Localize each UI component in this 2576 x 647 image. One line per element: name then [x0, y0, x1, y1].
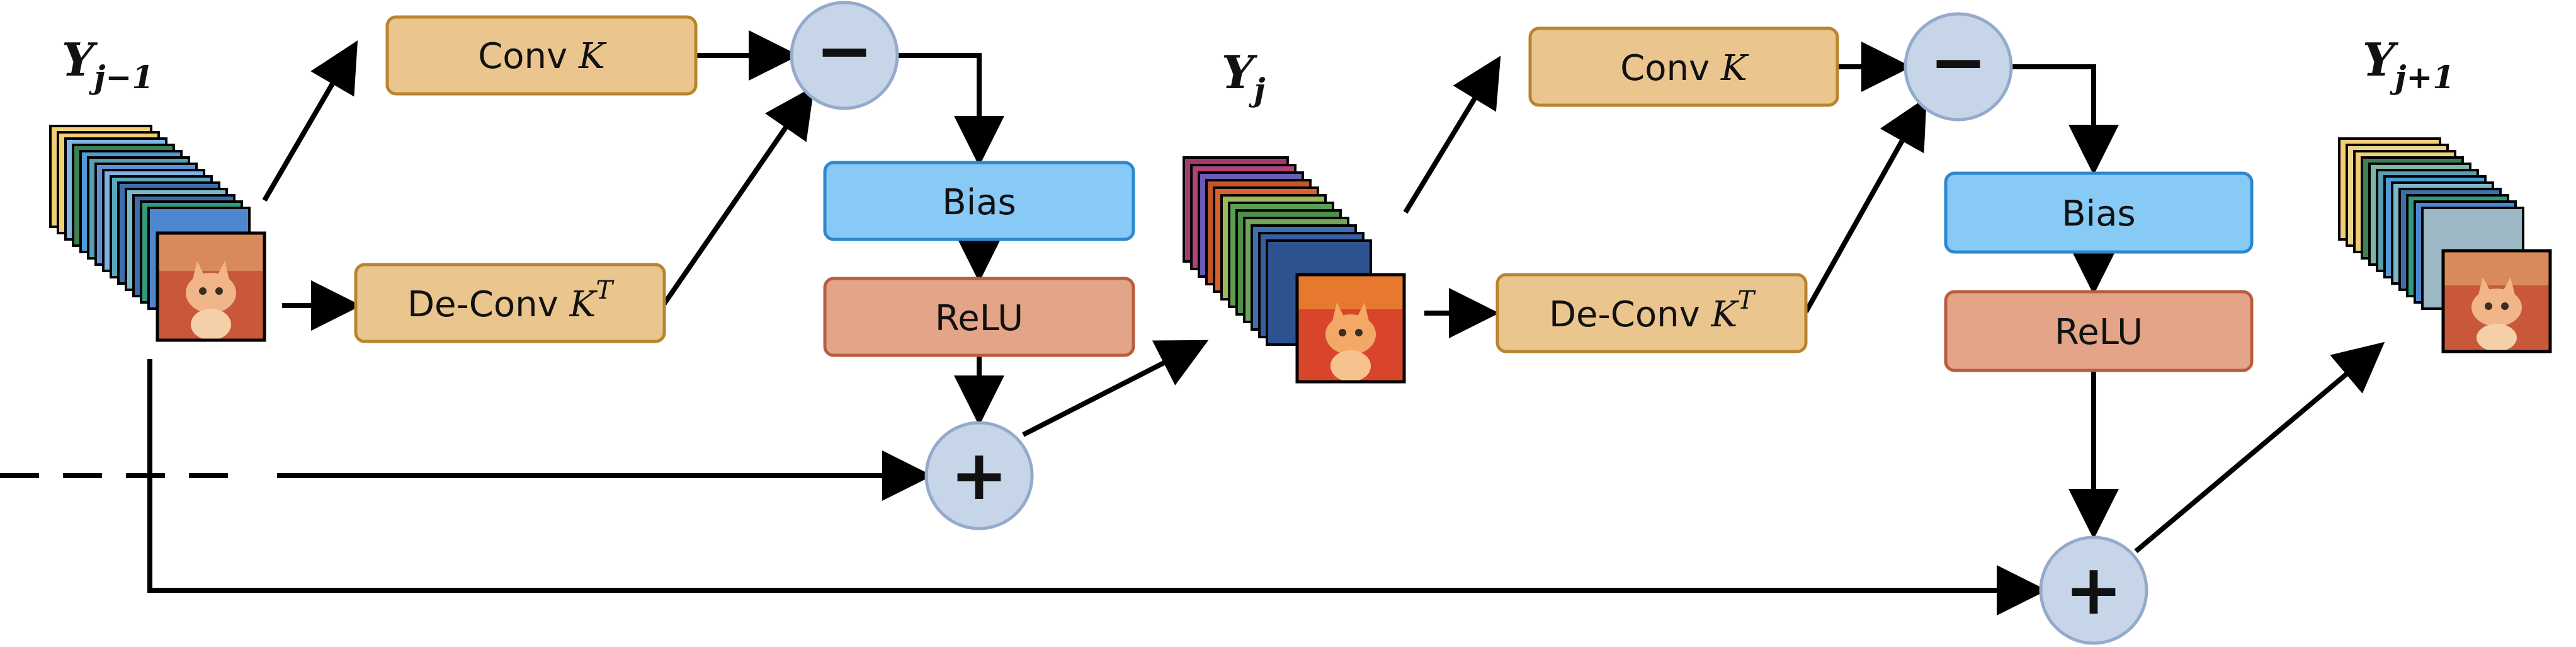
deconv-box-1: De-Conv KT — [354, 263, 666, 343]
arrow-deconv2-to-subtract — [1803, 97, 1927, 313]
relu-box-2-label: ReLU — [2055, 312, 2143, 353]
plus-icon: + — [950, 435, 1008, 515]
arrow-deconv1-to-subtract — [662, 86, 815, 306]
deconv-box-2: De-Conv KT — [1495, 273, 1808, 353]
middle-feature-stack — [1183, 156, 1406, 384]
arrow-to-conv1 — [262, 40, 358, 202]
output-feature-stack — [2338, 137, 2552, 353]
output-label: Yj+1 — [2363, 33, 2454, 96]
subtract-op-1: − — [790, 1, 899, 110]
subtract-op-2: − — [1904, 12, 2013, 122]
cat-image-icon — [2441, 249, 2552, 353]
conv-box-1: Conv K — [385, 15, 698, 96]
arrow-long-skip — [147, 359, 2047, 616]
minus-icon: − — [1929, 21, 1987, 102]
arrow-subtract-to-bias1 — [897, 53, 1004, 166]
relu-box-1: ReLU — [823, 277, 1135, 357]
conv-box-2-label: Conv K — [1620, 48, 1749, 89]
conv-box-2: Conv K — [1528, 26, 1839, 107]
deconv-box-1-label: De-Conv KT — [407, 276, 615, 325]
input-label: Yj−1 — [62, 33, 154, 96]
cat-image-icon — [156, 231, 266, 342]
middle-label: Yj — [1222, 45, 1266, 108]
block2-connectors — [1403, 42, 2385, 554]
cat-image-icon — [1295, 273, 1406, 384]
add-op-1: + — [924, 421, 1034, 530]
bias-box-2: Bias — [1944, 171, 2254, 254]
arrow-subtract-to-bias2 — [2009, 64, 2119, 175]
minus-icon: − — [815, 10, 873, 91]
add-op-2: + — [2039, 535, 2148, 645]
arrow-add1-to-Yj — [1022, 340, 1209, 437]
bias-box-2-label: Bias — [2062, 193, 2135, 234]
bias-box-1: Bias — [823, 161, 1135, 241]
relu-box-1-label: ReLU — [935, 298, 1023, 339]
conv-box-1-label: Conv K — [478, 36, 607, 77]
bias-box-1-label: Bias — [942, 182, 1016, 223]
deconv-box-2-label: De-Conv KT — [1549, 286, 1756, 335]
block1-connectors — [0, 30, 2047, 616]
input-feature-stack — [49, 125, 266, 342]
arrow-add2-to-output — [2134, 341, 2385, 554]
plus-icon: + — [2065, 549, 2123, 630]
relu-box-2: ReLU — [1944, 290, 2254, 372]
arrow-to-conv2 — [1403, 55, 1501, 214]
